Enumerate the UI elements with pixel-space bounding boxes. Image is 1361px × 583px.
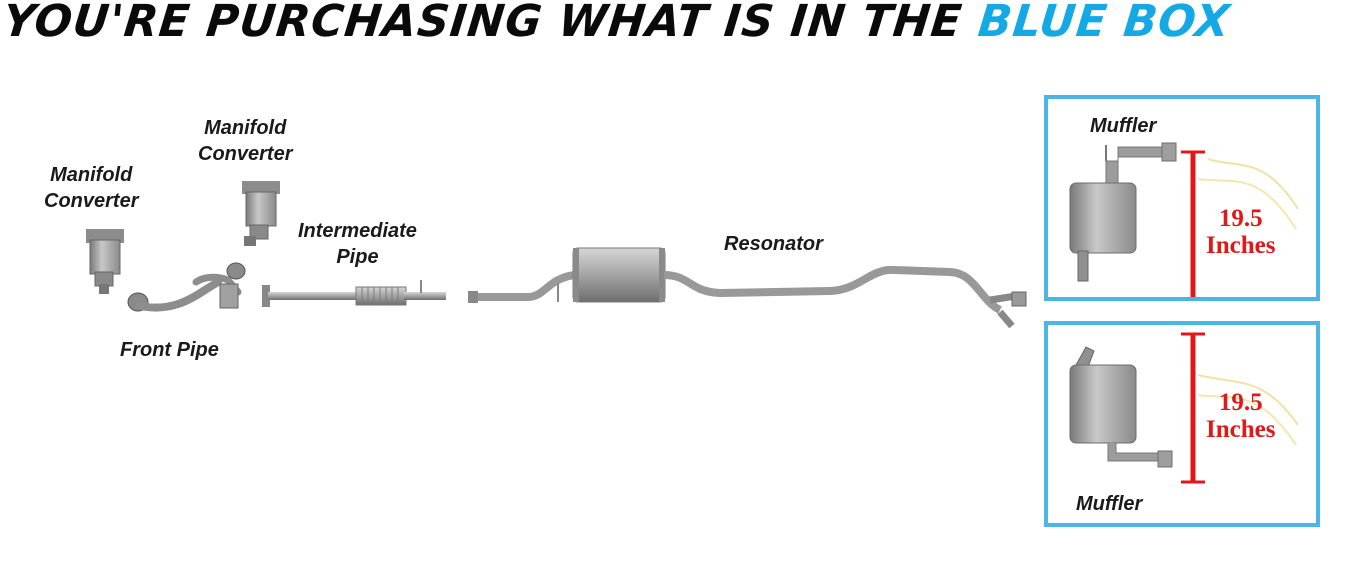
muffler-top-dimension-value: 19.5 <box>1218 205 1263 232</box>
intermediate-pipe-label: Intermediate Pipe <box>298 218 417 270</box>
front-pipe-label: Front Pipe <box>120 339 219 361</box>
resonator-label: Resonator <box>724 233 823 255</box>
muffler-bottom-label: Muffler <box>1076 493 1143 515</box>
included-muffler-top-box: Muffler 19.5 Inches <box>1044 95 1320 301</box>
muffler-top-drawing <box>1069 142 1299 297</box>
muffler-bottom-dimension-value: 19.5 <box>1218 389 1263 416</box>
manifold-converter-2-part <box>242 181 280 246</box>
front-pipe-part <box>127 262 246 312</box>
intermediate-pipe-part <box>262 280 446 307</box>
muffler-top-dimension: 19.5 Inches <box>1206 205 1275 259</box>
muffler-top-dimension-unit: Inches <box>1206 232 1276 259</box>
manifold-converter-2-line-2: Converter <box>198 143 293 165</box>
resonator-part <box>468 247 1027 329</box>
intermediate-pipe-line-2: Pipe <box>336 246 379 268</box>
manifold-converter-2-label: Manifold Converter <box>198 115 292 167</box>
manifold-converter-1-label: Manifold Converter <box>44 162 138 214</box>
muffler-bottom-drawing <box>1069 332 1299 484</box>
muffler-bottom-dimension-unit: Inches <box>1206 416 1276 443</box>
manifold-converter-2-line-1: Manifold <box>204 117 287 139</box>
manifold-converter-1-line-2: Converter <box>44 190 139 212</box>
manifold-converter-1-line-1: Manifold <box>50 164 133 186</box>
manifold-converter-1-part <box>86 229 124 294</box>
muffler-top-label: Muffler <box>1090 115 1157 137</box>
muffler-bottom-dimension: 19.5 Inches <box>1206 389 1275 443</box>
intermediate-pipe-line-1: Intermediate <box>298 220 417 242</box>
included-muffler-bottom-box: 19.5 Inches Muffler <box>1044 321 1320 527</box>
